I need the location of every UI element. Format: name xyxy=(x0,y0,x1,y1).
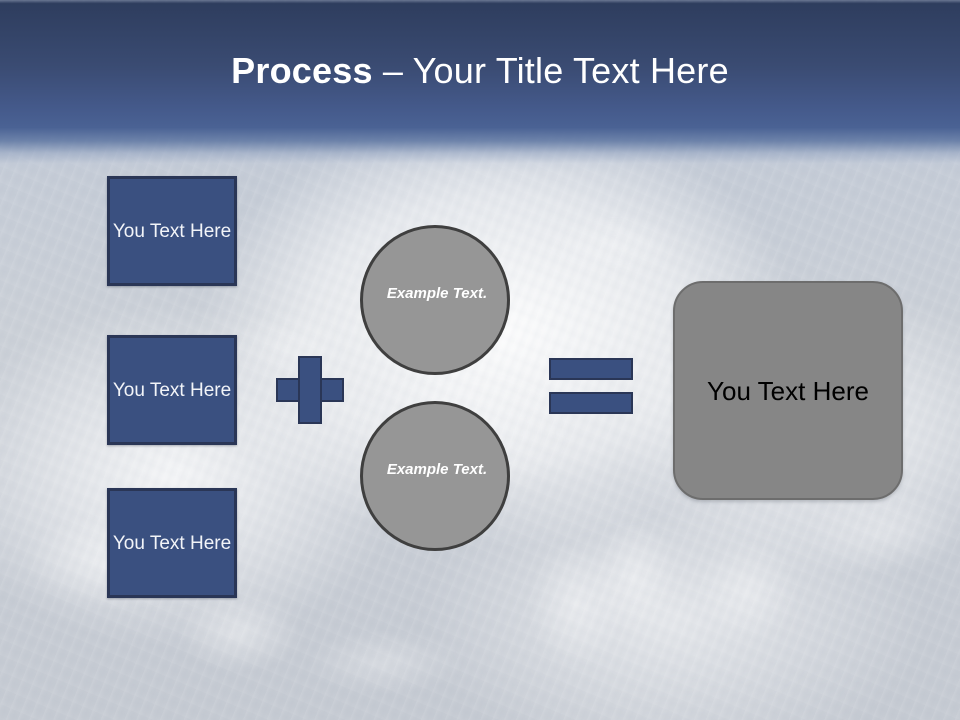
equals-bottom-bar xyxy=(549,392,633,414)
slide-title-bold: Process xyxy=(231,50,373,91)
plus-center-fill xyxy=(300,380,320,400)
equals-operator-icon xyxy=(549,358,633,414)
result-box[interactable]: You Text Here xyxy=(673,281,903,500)
input-box-2[interactable]: You Text Here xyxy=(107,335,237,445)
factor-circle-1[interactable]: Example Text. xyxy=(360,225,510,375)
title-banner xyxy=(0,0,960,172)
plus-operator-icon xyxy=(276,356,344,424)
slide-title: Process – Your Title Text Here xyxy=(0,50,960,92)
input-box-1-label: You Text Here xyxy=(112,220,232,242)
factor-circle-1-label: Example Text. xyxy=(386,285,488,302)
input-box-3[interactable]: You Text Here xyxy=(107,488,237,598)
factor-circle-2[interactable]: Example Text. xyxy=(360,401,510,551)
result-box-label: You Text Here xyxy=(707,375,869,406)
slide-title-rest: – Your Title Text Here xyxy=(372,50,729,91)
equals-top-bar xyxy=(549,358,633,380)
input-box-2-label: You Text Here xyxy=(112,379,232,401)
input-box-1[interactable]: You Text Here xyxy=(107,176,237,286)
input-box-3-label: You Text Here xyxy=(112,532,232,554)
factor-circle-2-label: Example Text. xyxy=(386,461,488,478)
